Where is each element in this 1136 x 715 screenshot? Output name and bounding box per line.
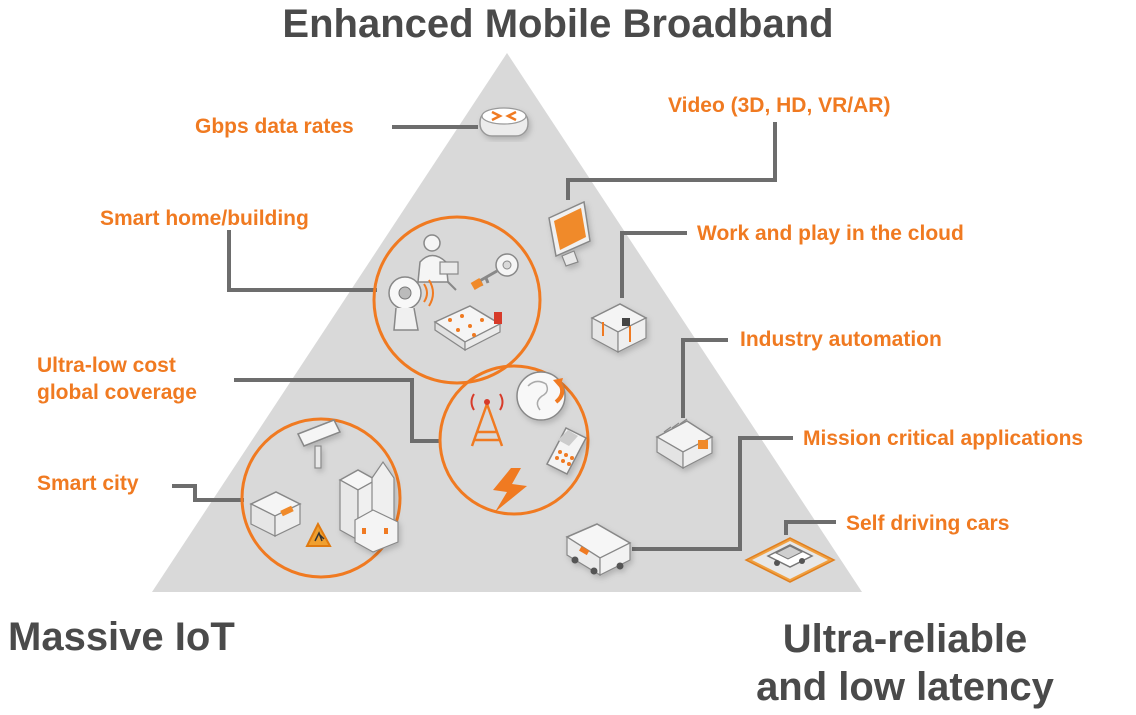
connector-smart-home [227,230,377,292]
cell-tower-icon [470,393,504,447]
connector-lines [172,122,836,551]
label-video: Video (3D, HD, VR/AR) [668,94,891,117]
lightning-icon [493,468,527,512]
label-industry-automation: Industry automation [740,328,942,351]
school-sign-icon [305,521,332,547]
bed-icon [433,305,502,352]
connector-video [566,122,777,200]
ultra-reliable-line-2: and low latency [756,665,1054,709]
label-ultra-low-line-1: Ultra-low cost [37,354,176,377]
ultra-reliable-heading: Ultra-reliable and low latency [735,615,1075,711]
connector-work-play [620,231,687,298]
ambulance-icon [565,523,632,577]
church-icon [338,460,399,553]
label-smart-city: Smart city [37,472,139,495]
ultra-reliable-line-1: Ultra-reliable [782,617,1028,661]
label-self-driving-cars: Self driving cars [846,512,1010,535]
building-icon [249,491,302,537]
monitor-icon [548,200,591,267]
label-mission-critical: Mission critical applications [803,427,1084,450]
webcam-icon [388,276,434,331]
connector-mission [632,436,793,551]
security-camera-icon [296,419,342,469]
label-smart-home: Smart home/building [100,207,309,230]
label-ultra-low-cost: Ultra-low cost global coverage [37,352,197,406]
car-icon [744,537,836,583]
key-icon [470,253,519,290]
label-gbps-data-rates: Gbps data rates [195,115,354,138]
connector-self-driving [784,520,836,535]
connector-ultra-low [234,378,440,443]
label-work-and-play: Work and play in the cloud [697,222,964,245]
massive-iot-heading: Massive IoT [8,615,235,659]
connector-smart-city [172,484,244,502]
smart-home-circle [372,215,542,385]
factory-icon [655,418,714,470]
smart-city-circle [240,417,402,579]
phone-icon [545,427,588,475]
connector-industry [681,338,728,418]
enhanced-mobile-broadband-heading: Enhanced Mobile Broadband [282,2,834,46]
coverage-circle [438,364,590,516]
label-ultra-low-line-2: global coverage [37,381,197,404]
globe-icon [516,371,566,421]
router-icon [479,107,529,137]
office-icon [590,303,648,354]
